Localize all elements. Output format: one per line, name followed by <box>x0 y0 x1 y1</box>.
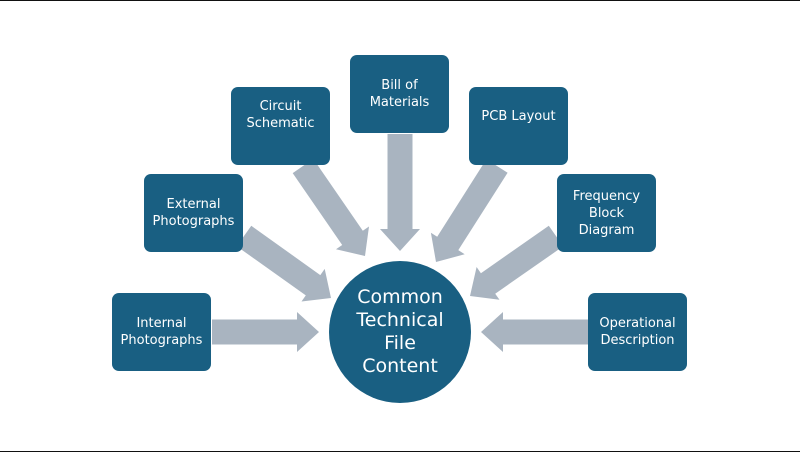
node-pcb-layout: PCB Layout <box>469 87 568 165</box>
arrow-external-photographs-to-center <box>236 225 331 302</box>
arrow-bill-of-materials-to-center <box>380 134 420 251</box>
arrow-operational-description-to-center <box>481 312 588 352</box>
node-frequency-block-diagram: Frequency Block Diagram <box>557 174 656 252</box>
arrow-frequency-block-diagram-to-center <box>470 225 564 300</box>
arrow-pcb-layout-to-center <box>430 159 508 262</box>
top-border-line <box>0 0 800 1</box>
arrow-circuit-schematic-to-center <box>292 158 369 256</box>
node-internal-photographs: Internal Photographs <box>112 293 211 371</box>
center-node-common-technical-file-content: Common Technical File Content <box>329 261 471 403</box>
node-bill-of-materials: Bill of Materials <box>350 55 449 133</box>
arrow-internal-photographs-to-center <box>212 312 319 352</box>
node-operational-description: Operational Description <box>588 293 687 371</box>
node-external-photographs: External Photographs <box>144 174 243 252</box>
node-circuit-schematic: Circuit Schematic <box>231 87 330 165</box>
